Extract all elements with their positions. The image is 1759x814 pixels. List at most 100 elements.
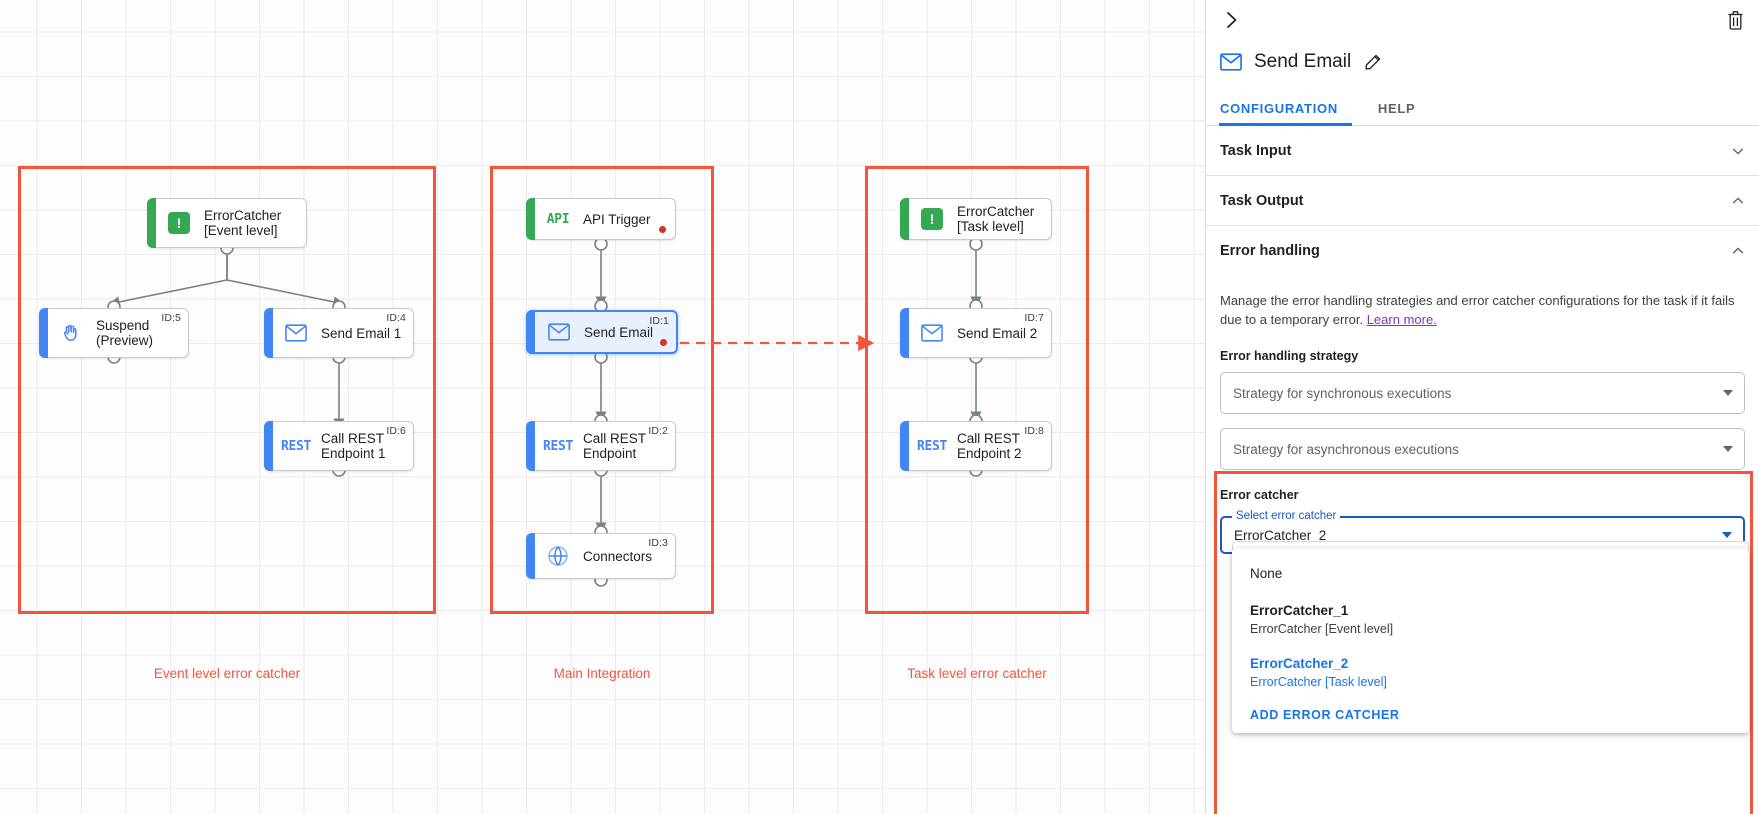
node-label: API Trigger — [583, 211, 651, 227]
workflow-canvas[interactable]: Event level error catcher Main Integrati… — [0, 0, 1205, 814]
trash-icon[interactable] — [1721, 6, 1749, 34]
pencil-icon[interactable] — [1365, 54, 1381, 70]
panel-tabs: CONFIGURATION HELP — [1206, 92, 1759, 126]
node-api-trigger[interactable]: API API Trigger — [526, 198, 676, 240]
group-frame-task-level — [865, 166, 1089, 614]
node-accent-stripe — [526, 421, 535, 471]
node-id-tag: ID:1 — [649, 315, 669, 327]
panel-title-row: Send Email — [1206, 40, 1759, 80]
rest-icon-text: REST — [916, 438, 948, 454]
dropdown-option-none[interactable]: None — [1232, 558, 1749, 589]
node-call-rest-endpoint-1[interactable]: REST Call REST Endpoint 1 ID:6 — [264, 421, 414, 471]
email-icon — [546, 319, 572, 345]
dropdown-option-errorcatcher-2[interactable]: ErrorCatcher_2 ErrorCatcher [Task level] — [1232, 648, 1749, 697]
learn-more-link[interactable]: Learn more. — [1366, 312, 1437, 327]
error-catcher-icon: ! — [919, 206, 945, 232]
node-accent-stripe — [264, 421, 273, 471]
option-primary: ErrorCatcher_2 — [1250, 656, 1349, 671]
node-label: Send Email 1 — [321, 325, 402, 341]
node-connectors[interactable]: Connectors ID:3 — [526, 533, 676, 579]
node-label: ErrorCatcher [Event level] — [204, 208, 282, 238]
node-send-email-2[interactable]: Send Email 2 ID:7 — [900, 308, 1052, 358]
group-frame-event-level — [18, 166, 436, 614]
node-label: Send Email — [584, 324, 654, 340]
section-title: Error handling — [1220, 242, 1320, 259]
tab-help[interactable]: HELP — [1377, 101, 1416, 116]
node-send-email-1[interactable]: Send Email 1 ID:4 — [264, 308, 414, 358]
node-accent-stripe — [526, 533, 535, 579]
tab-configuration[interactable]: CONFIGURATION — [1219, 92, 1352, 126]
chevron-down-icon — [1722, 532, 1732, 538]
email-icon — [283, 320, 309, 346]
node-label: Call REST Endpoint 2 — [957, 431, 1022, 461]
group-label-task-level: Task level error catcher — [907, 666, 1047, 681]
error-handling-description: Manage the error handling strategies and… — [1220, 291, 1745, 329]
node-id-tag: ID:3 — [648, 537, 668, 549]
node-id-tag: ID:4 — [386, 312, 406, 324]
option-primary: None — [1250, 566, 1283, 581]
error-handling-description-text: Manage the error handling strategies and… — [1220, 293, 1735, 327]
sync-strategy-select[interactable]: Strategy for synchronous executions — [1220, 372, 1745, 414]
chevron-down-icon — [1723, 390, 1733, 396]
group-frame-main-integration — [490, 166, 714, 614]
async-strategy-value: Strategy for asynchronous executions — [1233, 441, 1459, 457]
node-accent-stripe — [526, 198, 535, 240]
error-catcher-icon: ! — [166, 210, 192, 236]
chevron-right-icon[interactable] — [1218, 6, 1246, 34]
error-catcher-value: ErrorCatcher_2 — [1234, 527, 1327, 543]
node-accent-stripe — [147, 198, 156, 248]
node-accent-stripe — [900, 308, 909, 358]
node-label: Call REST Endpoint 1 — [321, 431, 386, 461]
hand-icon — [58, 320, 84, 346]
node-id-tag: ID:6 — [386, 425, 406, 437]
group-label-main-integration: Main Integration — [553, 666, 651, 681]
option-primary: ErrorCatcher_1 — [1250, 603, 1349, 618]
node-label: Suspend (Preview) — [96, 318, 154, 348]
rest-icon: REST — [916, 433, 948, 459]
connectors-icon — [545, 543, 571, 569]
node-accent-stripe — [39, 308, 48, 358]
error-catcher-highlight-box — [1214, 471, 1753, 814]
section-title: Task Output — [1220, 192, 1304, 209]
node-label: ErrorCatcher [Task level] — [957, 204, 1035, 234]
email-icon — [919, 320, 945, 346]
node-accent-stripe — [900, 198, 909, 240]
node-id-tag: ID:8 — [1024, 425, 1044, 437]
section-task-input[interactable]: Task Input — [1206, 126, 1759, 176]
chevron-up-icon — [1731, 194, 1745, 208]
option-secondary: ErrorCatcher [Event level] — [1250, 622, 1394, 636]
panel-top-bar — [1206, 0, 1759, 40]
error-catcher-dropdown-menu[interactable]: None ErrorCatcher_1 ErrorCatcher [Event … — [1232, 548, 1749, 733]
add-error-catcher-button[interactable]: ADD ERROR CATCHER — [1250, 708, 1400, 722]
sync-strategy-value: Strategy for synchronous executions — [1233, 385, 1452, 401]
node-call-rest-endpoint-2[interactable]: REST Call REST Endpoint 2 ID:8 — [900, 421, 1052, 471]
node-accent-stripe — [526, 310, 535, 354]
section-task-output[interactable]: Task Output — [1206, 176, 1759, 226]
node-suspend-preview[interactable]: Suspend (Preview) ID:5 — [39, 308, 189, 358]
dropdown-option-errorcatcher-1[interactable]: ErrorCatcher_1 ErrorCatcher [Event level… — [1232, 595, 1749, 644]
error-catcher-heading: Error catcher — [1220, 488, 1299, 502]
error-catcher-floating-label: Select error catcher — [1232, 510, 1341, 522]
node-accent-stripe — [900, 421, 909, 471]
chevron-down-icon — [1723, 446, 1733, 452]
node-call-rest-endpoint[interactable]: REST Call REST Endpoint ID:2 — [526, 421, 676, 471]
rest-icon-text: REST — [542, 438, 574, 454]
rest-icon: REST — [542, 433, 574, 459]
rest-icon: REST — [280, 433, 312, 459]
node-accent-stripe — [264, 308, 273, 358]
node-send-email[interactable]: Send Email ID:1 — [526, 310, 678, 354]
node-id-tag: ID:2 — [648, 425, 668, 437]
group-label-event-level: Event level error catcher — [153, 666, 301, 681]
node-errorcatcher-event-level[interactable]: ! ErrorCatcher [Event level] — [147, 198, 307, 248]
node-id-tag: ID:5 — [161, 312, 181, 324]
node-errorcatcher-task-level[interactable]: ! ErrorCatcher [Task level] — [900, 198, 1052, 240]
node-error-dot — [659, 226, 666, 233]
rest-icon-text: REST — [280, 438, 312, 454]
section-error-handling[interactable]: Error handling — [1206, 226, 1759, 275]
option-secondary: ErrorCatcher [Task level] — [1250, 675, 1387, 689]
node-label: Call REST Endpoint — [583, 431, 647, 461]
chevron-up-icon — [1731, 244, 1745, 258]
email-icon — [1220, 53, 1242, 71]
api-icon: API — [545, 206, 571, 232]
async-strategy-select[interactable]: Strategy for asynchronous executions — [1220, 428, 1745, 470]
